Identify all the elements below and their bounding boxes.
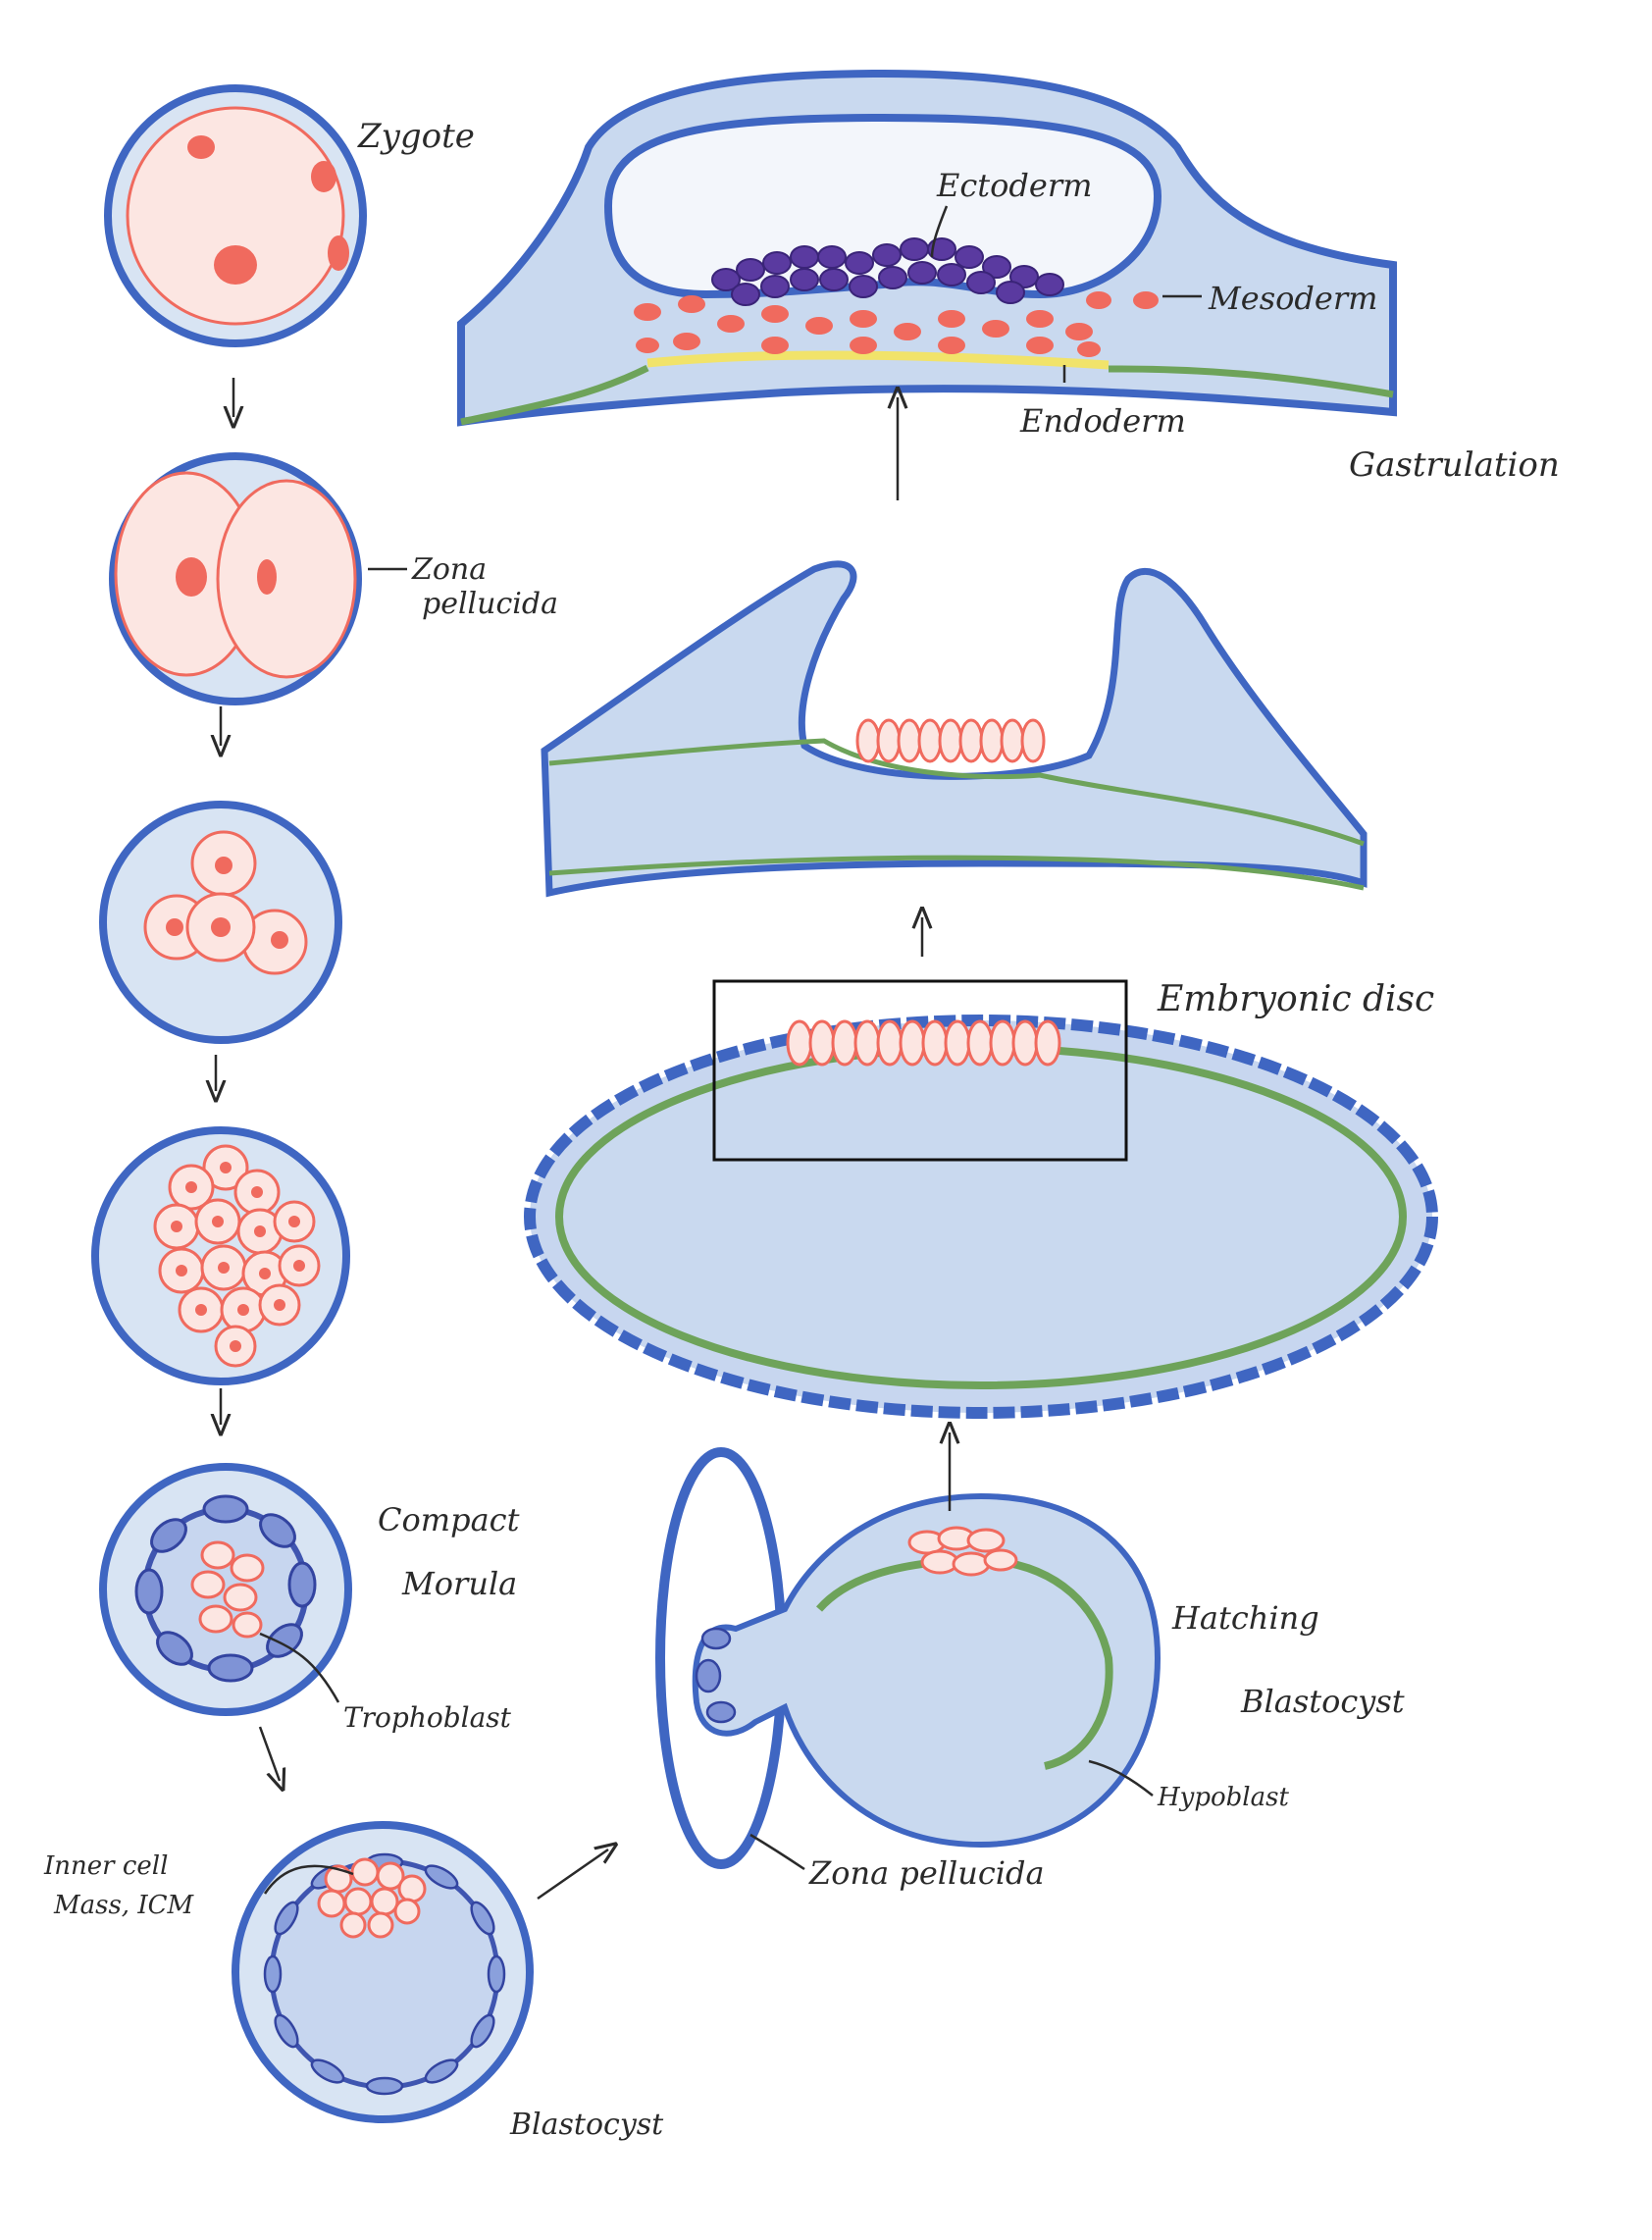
stage-arrows [216,378,608,1901]
two-cell-figure [109,452,362,705]
cleavage-stages [91,84,608,2123]
leader-lines [259,205,1202,1895]
label-hypoblast: Hypoblast [1157,1783,1289,1812]
endoderm-layer [646,350,1110,370]
amniotic-cavity [603,113,1162,299]
pronucleus [328,235,349,271]
label-embryonic-disc: Embryonic disc [1157,979,1434,1019]
epiblast-cells [786,1019,1061,1067]
bilaminar-section-figure [541,560,1368,898]
label-ectoderm: Ectoderm [936,167,1092,204]
label-blastocyst: Blastocyst [509,2108,664,2142]
label-compact-morula-2: Morula [401,1565,517,1602]
outer-green-layer [460,364,1394,426]
label-zygote: Zygote [357,117,475,156]
ectoderm-cells [711,237,1064,306]
gastrulation-figure [457,69,1397,427]
pronucleus [214,245,257,285]
blastocyst-figure [232,1821,534,2123]
four-cell-figure [99,801,342,1044]
nucleus [176,557,207,597]
embryonic-disc-figure [524,979,1438,1419]
label-mesoderm: Mesoderm [1208,280,1377,317]
label-trophoblast: Trophoblast [343,1701,512,1734]
inner-cell-mass [317,1857,427,1939]
pronucleus [311,161,336,192]
pronucleus [187,135,215,159]
zygote-figure [104,84,367,347]
hypoblast-layer [815,1555,1113,1770]
nucleus [257,559,277,595]
mesoderm-cells [634,291,1159,357]
disc-zoom-box [712,979,1128,1162]
progression-arrows [898,397,950,1511]
label-endoderm: Endoderm [1019,402,1186,440]
label-compact-morula-1: Compact [378,1501,520,1538]
label-inner-cell-mass-1: Inner cell [43,1851,168,1881]
icm-cells [907,1526,1018,1577]
label-hatching-blastocyst-2: Blastocyst [1240,1683,1405,1720]
label-zona-pellucida-bottom: Zona pellucida [808,1854,1045,1892]
label-gastrulation: Gastrulation [1349,445,1560,485]
label-inner-cell-mass-2: Mass, ICM [53,1891,195,1920]
epiblast-cells-section [855,718,1046,763]
label-hatching-blastocyst-1: Hatching [1171,1599,1319,1637]
label-zona-pellucida-left-1: Zona [411,552,487,587]
label-zona-pellucida-left-2: pellucida [422,587,558,621]
hatching-blastocyst-figure [655,1447,1162,1869]
morula-figure [91,1126,350,1385]
labels: Zygote Zona pellucida Compact Morula Tro… [43,117,1560,2142]
compact-morula-figure [99,1463,352,1716]
